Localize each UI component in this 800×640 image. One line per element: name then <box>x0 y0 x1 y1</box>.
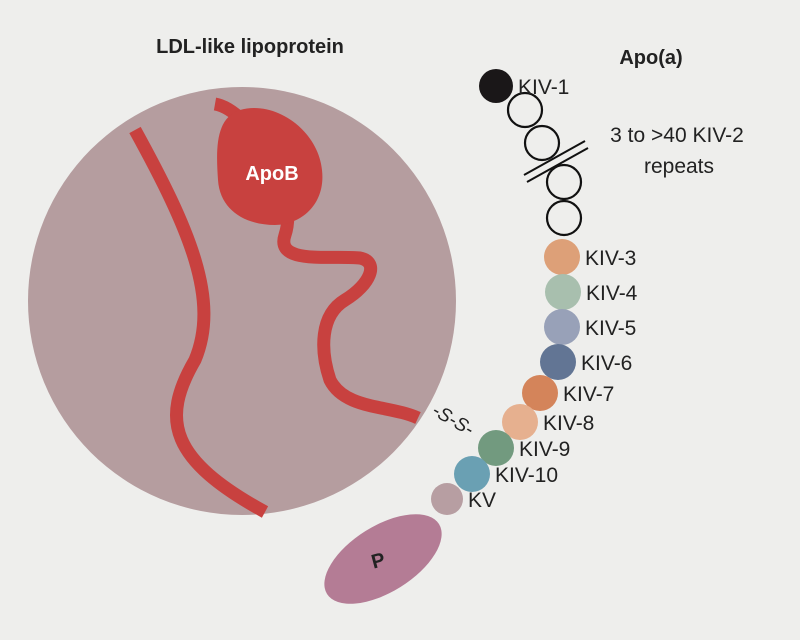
domain-kiv-3 <box>544 239 580 275</box>
ldl-particle <box>28 87 456 515</box>
domain-label: KIV-10 <box>495 464 558 487</box>
apoa-title: Apo(a) <box>619 47 682 69</box>
domain-kiv-8 <box>502 404 538 440</box>
protease-label: P <box>369 549 388 574</box>
domain-kiv-5 <box>544 309 580 345</box>
domain-label: KIV-3 <box>585 247 636 270</box>
domain-label: KIV-1 <box>518 76 569 99</box>
break-marks-icon <box>523 140 589 183</box>
domain-kiv-7 <box>522 375 558 411</box>
domain-label: KV <box>468 489 496 512</box>
protease-domain <box>324 514 442 604</box>
domain-label: KIV-5 <box>585 317 636 340</box>
domain-kiv-9 <box>478 430 514 466</box>
domain-label: KIV-8 <box>543 412 594 435</box>
domain-label: KIV-7 <box>563 383 614 406</box>
kiv2-repeats <box>506 91 583 237</box>
domain-label: KIV-9 <box>519 438 570 461</box>
kiv2-note: 3 to >40 KIV-2 <box>610 124 744 147</box>
ldl-title: LDL-like lipoprotein <box>156 36 344 58</box>
apob-blob <box>217 108 323 225</box>
domain-label: KIV-4 <box>586 282 638 305</box>
domain-kiv-6 <box>540 344 576 380</box>
domain-kiv-4 <box>545 274 581 310</box>
domain-kv <box>431 483 463 515</box>
kiv2-note: repeats <box>644 155 714 178</box>
disulfide-label: -S-S- <box>428 400 477 440</box>
domain-label: KIV-6 <box>581 352 632 375</box>
domain-kiv-1 <box>479 69 513 103</box>
domain-kiv-10 <box>454 456 490 492</box>
apob-strand <box>129 126 269 518</box>
apob-label: ApoB <box>245 163 298 185</box>
